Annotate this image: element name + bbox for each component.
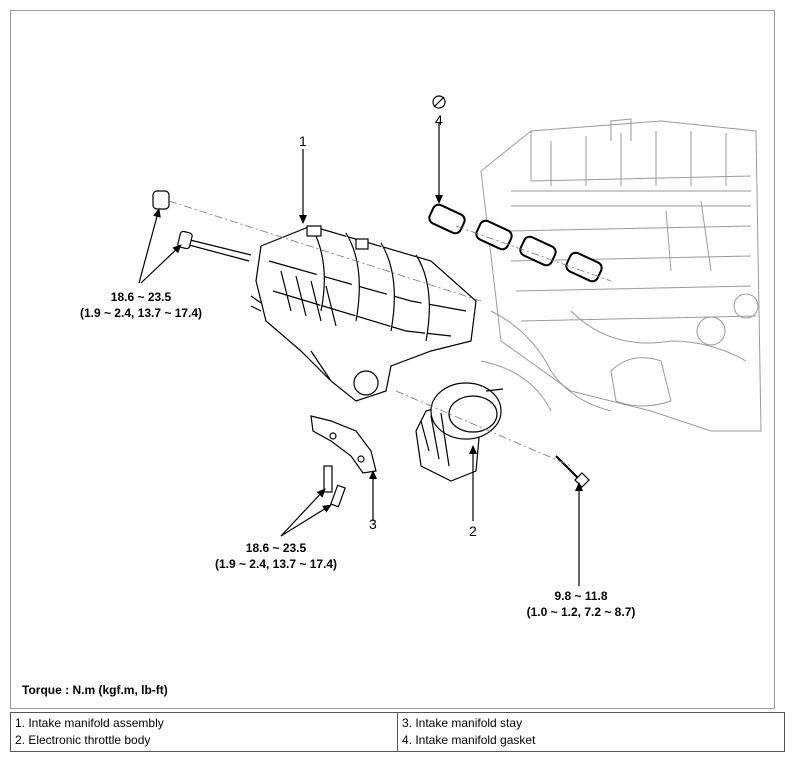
torque-nm: 18.6 ~ 23.5	[245, 541, 307, 555]
throttle-body-illustration	[415, 382, 504, 482]
no-reuse-icon	[432, 95, 446, 109]
torque-spec-throttle-bolts: 9.8 ~ 11.8 (1.0 ~ 1.2, 7.2 ~ 8.7)	[506, 588, 656, 620]
intake-manifold-illustration	[250, 225, 477, 402]
torque-spec-stay-bolts: 18.6 ~ 23.5 (1.9 ~ 2.4, 13.7 ~ 17.4)	[196, 540, 356, 572]
torque-unit-note: Torque : N.m (kgf.m, lb-ft)	[22, 683, 168, 697]
exploded-diagram: 1 4 2 3 18.6 ~ 23.5 (1.9 ~ 2.4, 13.7 ~ 1…	[10, 10, 775, 709]
legend-item: 3. Intake manifold stay	[402, 716, 523, 730]
alignment-lines	[168, 200, 612, 467]
torque-nm: 9.8 ~ 11.8	[554, 589, 608, 603]
leader-arrows	[138, 123, 583, 586]
torque-alt-units: (1.0 ~ 1.2, 7.2 ~ 8.7)	[526, 605, 636, 619]
callout-2: 2	[469, 523, 477, 539]
diagram-artwork	[138, 95, 762, 586]
torque-alt-units: (1.9 ~ 2.4, 13.7 ~ 17.4)	[214, 557, 338, 571]
callout-1: 1	[299, 133, 307, 149]
legend-item: 2. Electronic throttle body	[15, 733, 151, 747]
parts-legend: 1. Intake manifold assembly 2. Electroni…	[10, 712, 785, 752]
intake-manifold-gasket-illustration	[428, 203, 603, 283]
manifold-stay-illustration	[310, 415, 377, 474]
torque-spec-manifold-bolts: 18.6 ~ 23.5 (1.9 ~ 2.4, 13.7 ~ 17.4)	[61, 289, 221, 321]
engine-block-illustration	[480, 118, 762, 432]
callout-3: 3	[369, 516, 377, 532]
torque-alt-units: (1.9 ~ 2.4, 13.7 ~ 17.4)	[79, 306, 203, 320]
legend-left-column: 1. Intake manifold assembly 2. Electroni…	[10, 712, 398, 752]
legend-item: 4. Intake manifold gasket	[402, 733, 536, 747]
legend-right-column: 3. Intake manifold stay 4. Intake manifo…	[397, 712, 785, 752]
legend-item: 1. Intake manifold assembly	[15, 716, 164, 730]
callout-4: 4	[435, 112, 443, 128]
torque-nm: 18.6 ~ 23.5	[110, 290, 172, 304]
bolt-illustrations	[152, 190, 590, 508]
